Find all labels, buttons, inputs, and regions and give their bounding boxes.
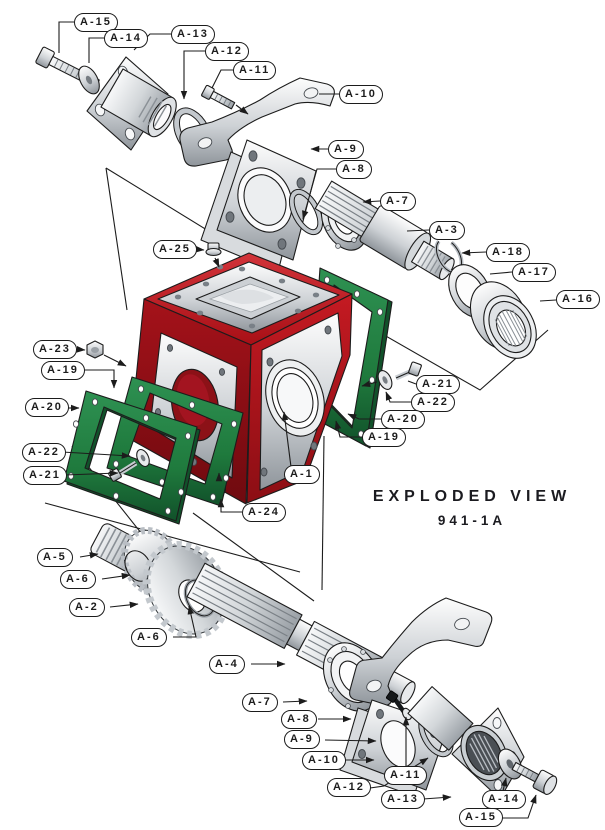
housing-right-holes [260, 325, 332, 477]
callout-a12-top: A-12 [205, 42, 249, 61]
callout-a8-top: A-8 [336, 160, 372, 179]
part-a14-washer-top [78, 65, 100, 95]
callout-a13-top: A-13 [171, 25, 215, 44]
callout-a23: A-23 [33, 340, 77, 359]
callout-a12-bottom: A-12 [327, 778, 371, 797]
part-a16-needle-bearing [469, 281, 537, 359]
part-a23-nut [86, 340, 104, 359]
callout-a14-bottom: A-14 [482, 790, 526, 809]
callout-a19-right: A-19 [362, 428, 406, 447]
callout-a3: A-3 [429, 221, 465, 240]
plate-holes [225, 150, 306, 250]
callout-a10-bottom: A-10 [302, 751, 346, 770]
callout-a6-lower: A-6 [131, 628, 167, 647]
callout-a17: A-17 [512, 263, 556, 282]
callout-a18: A-18 [486, 243, 530, 262]
part-input-shaft-and-a3 [314, 180, 455, 281]
callout-a11-bottom: A-11 [384, 766, 428, 785]
callout-a22-left: A-22 [22, 443, 66, 462]
callout-a1: A-1 [284, 465, 320, 484]
callout-a9-top: A-9 [328, 140, 364, 159]
part-a1-housing [129, 252, 353, 505]
callout-a21-right: A-21 [416, 375, 460, 394]
callout-a9-bottom: A-9 [284, 730, 320, 749]
part-a11-bolt-top [201, 84, 236, 110]
part-a21-a22-bolt-washer-left [108, 448, 150, 482]
callout-a15-bottom: A-15 [459, 808, 503, 827]
callout-a5: A-5 [37, 548, 73, 567]
callout-a20-left: A-20 [25, 398, 69, 417]
callout-a24: A-24 [242, 503, 286, 522]
part-hub-neck-bottom [407, 686, 474, 751]
part-a9-bearing-cap-plate-top [200, 139, 317, 273]
part-a20-gasket-left [63, 390, 201, 525]
diagram-part-number: 941-1A [437, 513, 507, 528]
callout-a11-top: A-11 [233, 61, 277, 80]
part-a21-a22-bolt-washer-right [361, 361, 422, 390]
callout-a14-top: A-14 [104, 29, 148, 48]
callout-a10-top: A-10 [339, 85, 383, 104]
callout-a19-left: A-19 [41, 361, 85, 380]
part-a25-screw [205, 242, 222, 268]
callout-a2: A-2 [69, 598, 105, 617]
callout-a13-bottom: A-13 [381, 790, 425, 809]
callout-a15-top: A-15 [74, 13, 118, 32]
part-a15-bolt-bottom [511, 761, 558, 795]
callout-a6-upper: A-6 [60, 570, 96, 589]
callout-a22-right: A-22 [411, 393, 455, 412]
part-a13-companion-flange-top [86, 56, 177, 151]
callout-a21-left: A-21 [23, 466, 67, 485]
callout-a8-bottom: A-8 [281, 710, 317, 729]
gasket-holes [67, 398, 192, 515]
callout-a25: A-25 [153, 240, 197, 259]
callout-a20-right: A-20 [381, 410, 425, 429]
callout-a16: A-16 [556, 290, 600, 309]
assembly-guide-lines [44, 167, 549, 602]
diagram-title: EXPLODED VIEW [372, 488, 572, 505]
part-a10-bracket-top [179, 77, 335, 167]
callout-a4: A-4 [209, 655, 245, 674]
callout-a7-bottom: A-7 [242, 693, 278, 712]
callout-a7-top: A-7 [380, 192, 416, 211]
